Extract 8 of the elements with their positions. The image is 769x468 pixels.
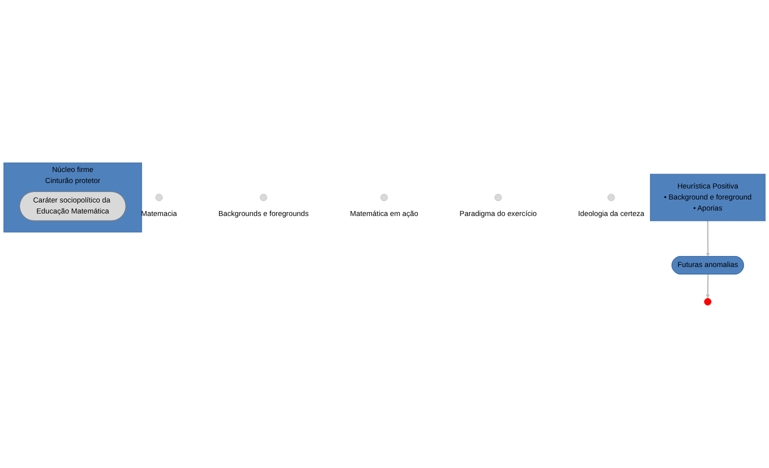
node-circle <box>704 298 712 306</box>
node-circle <box>494 194 502 202</box>
node-circle <box>155 194 163 202</box>
node-circle <box>260 194 268 202</box>
node-circle <box>608 194 615 202</box>
arrow <box>706 220 710 257</box>
node-circle <box>380 194 388 202</box>
arrow <box>706 274 710 298</box>
